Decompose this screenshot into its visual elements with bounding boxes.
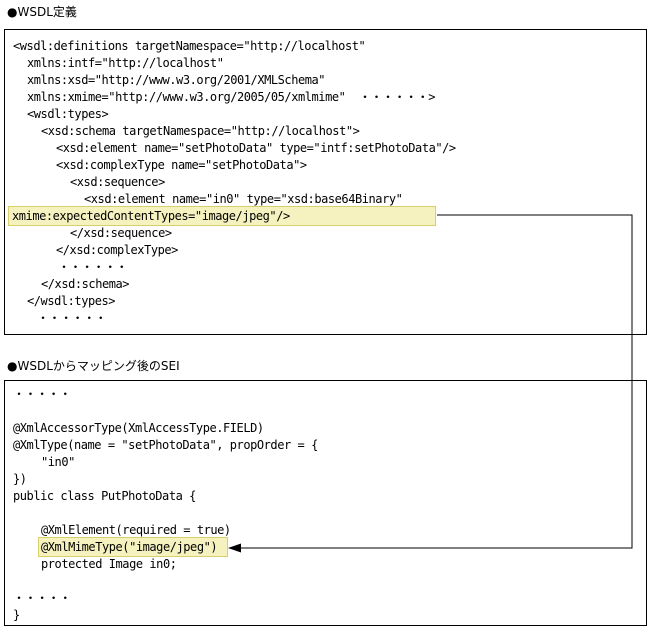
sei-line-field-in0: protected Image in0; [41, 557, 177, 571]
wsdl-line-complextype-close: </xsd:complexType> [56, 243, 178, 257]
wsdl-line-types-open: <wsdl:types> [27, 107, 109, 121]
wsdl-line-expected-content-types-highlight: xmime:expectedContentTypes="image/jpeg"/… [8, 206, 436, 226]
sei-line-close-braces: }) [13, 472, 27, 486]
wsdl-line-complextype-open: <xsd:complexType name="setPhotoData"> [56, 158, 307, 172]
wsdl-line-ellipsis-2: ・・・・・・ [37, 311, 107, 325]
wsdl-line-xmlns-xmime: xmlns:xmime="http://www.w3.org/2005/05/x… [27, 90, 436, 104]
wsdl-line-xmlns-intf: xmlns:intf="http://localhost" [27, 56, 224, 70]
sei-line-xmlmimetype-highlight: @XmlMimeType("image/jpeg") [38, 537, 228, 557]
sei-section-title: ●WSDLからマッピング後のSEI [7, 359, 180, 373]
sei-line-xmlelement: @XmlElement(required = true) [41, 523, 231, 537]
sei-line-class-decl: public class PutPhotoData { [13, 489, 196, 503]
wsdl-section-title: ●WSDL定義 [7, 5, 77, 19]
wsdl-line-schema-close: </xsd:schema> [41, 277, 130, 291]
wsdl-line-xmlns-xsd: xmlns:xsd="http://www.w3.org/2001/XMLSch… [27, 73, 326, 87]
wsdl-line-types-close: </wsdl:types> [27, 294, 116, 308]
sei-line-accessor-type: @XmlAccessorType(XmlAccessType.FIELD) [13, 421, 264, 435]
wsdl-line-ellipsis-1: ・・・・・・ [58, 260, 128, 274]
sei-line-ellipsis-bottom: ・・・・・ [13, 591, 71, 605]
wsdl-line-sequence-close: </xsd:sequence> [70, 226, 172, 240]
sei-line-xmltype: @XmlType(name = "setPhotoData", propOrde… [13, 438, 318, 452]
wsdl-line-schema-open: <xsd:schema targetNamespace="http://loca… [41, 124, 360, 138]
wsdl-line-element-setphotodata: <xsd:element name="setPhotoData" type="i… [56, 141, 456, 155]
sei-line-class-close: } [13, 608, 20, 622]
wsdl-line-element-in0: <xsd:element name="in0" type="xsd:base64… [84, 192, 403, 206]
wsdl-line-definitions: <wsdl:definitions targetNamespace="http:… [13, 39, 366, 53]
sei-line-in0-prop: "in0" [41, 455, 75, 469]
sei-line-ellipsis-top: ・・・・・ [13, 387, 71, 401]
wsdl-line-sequence-open: <xsd:sequence> [70, 175, 165, 189]
